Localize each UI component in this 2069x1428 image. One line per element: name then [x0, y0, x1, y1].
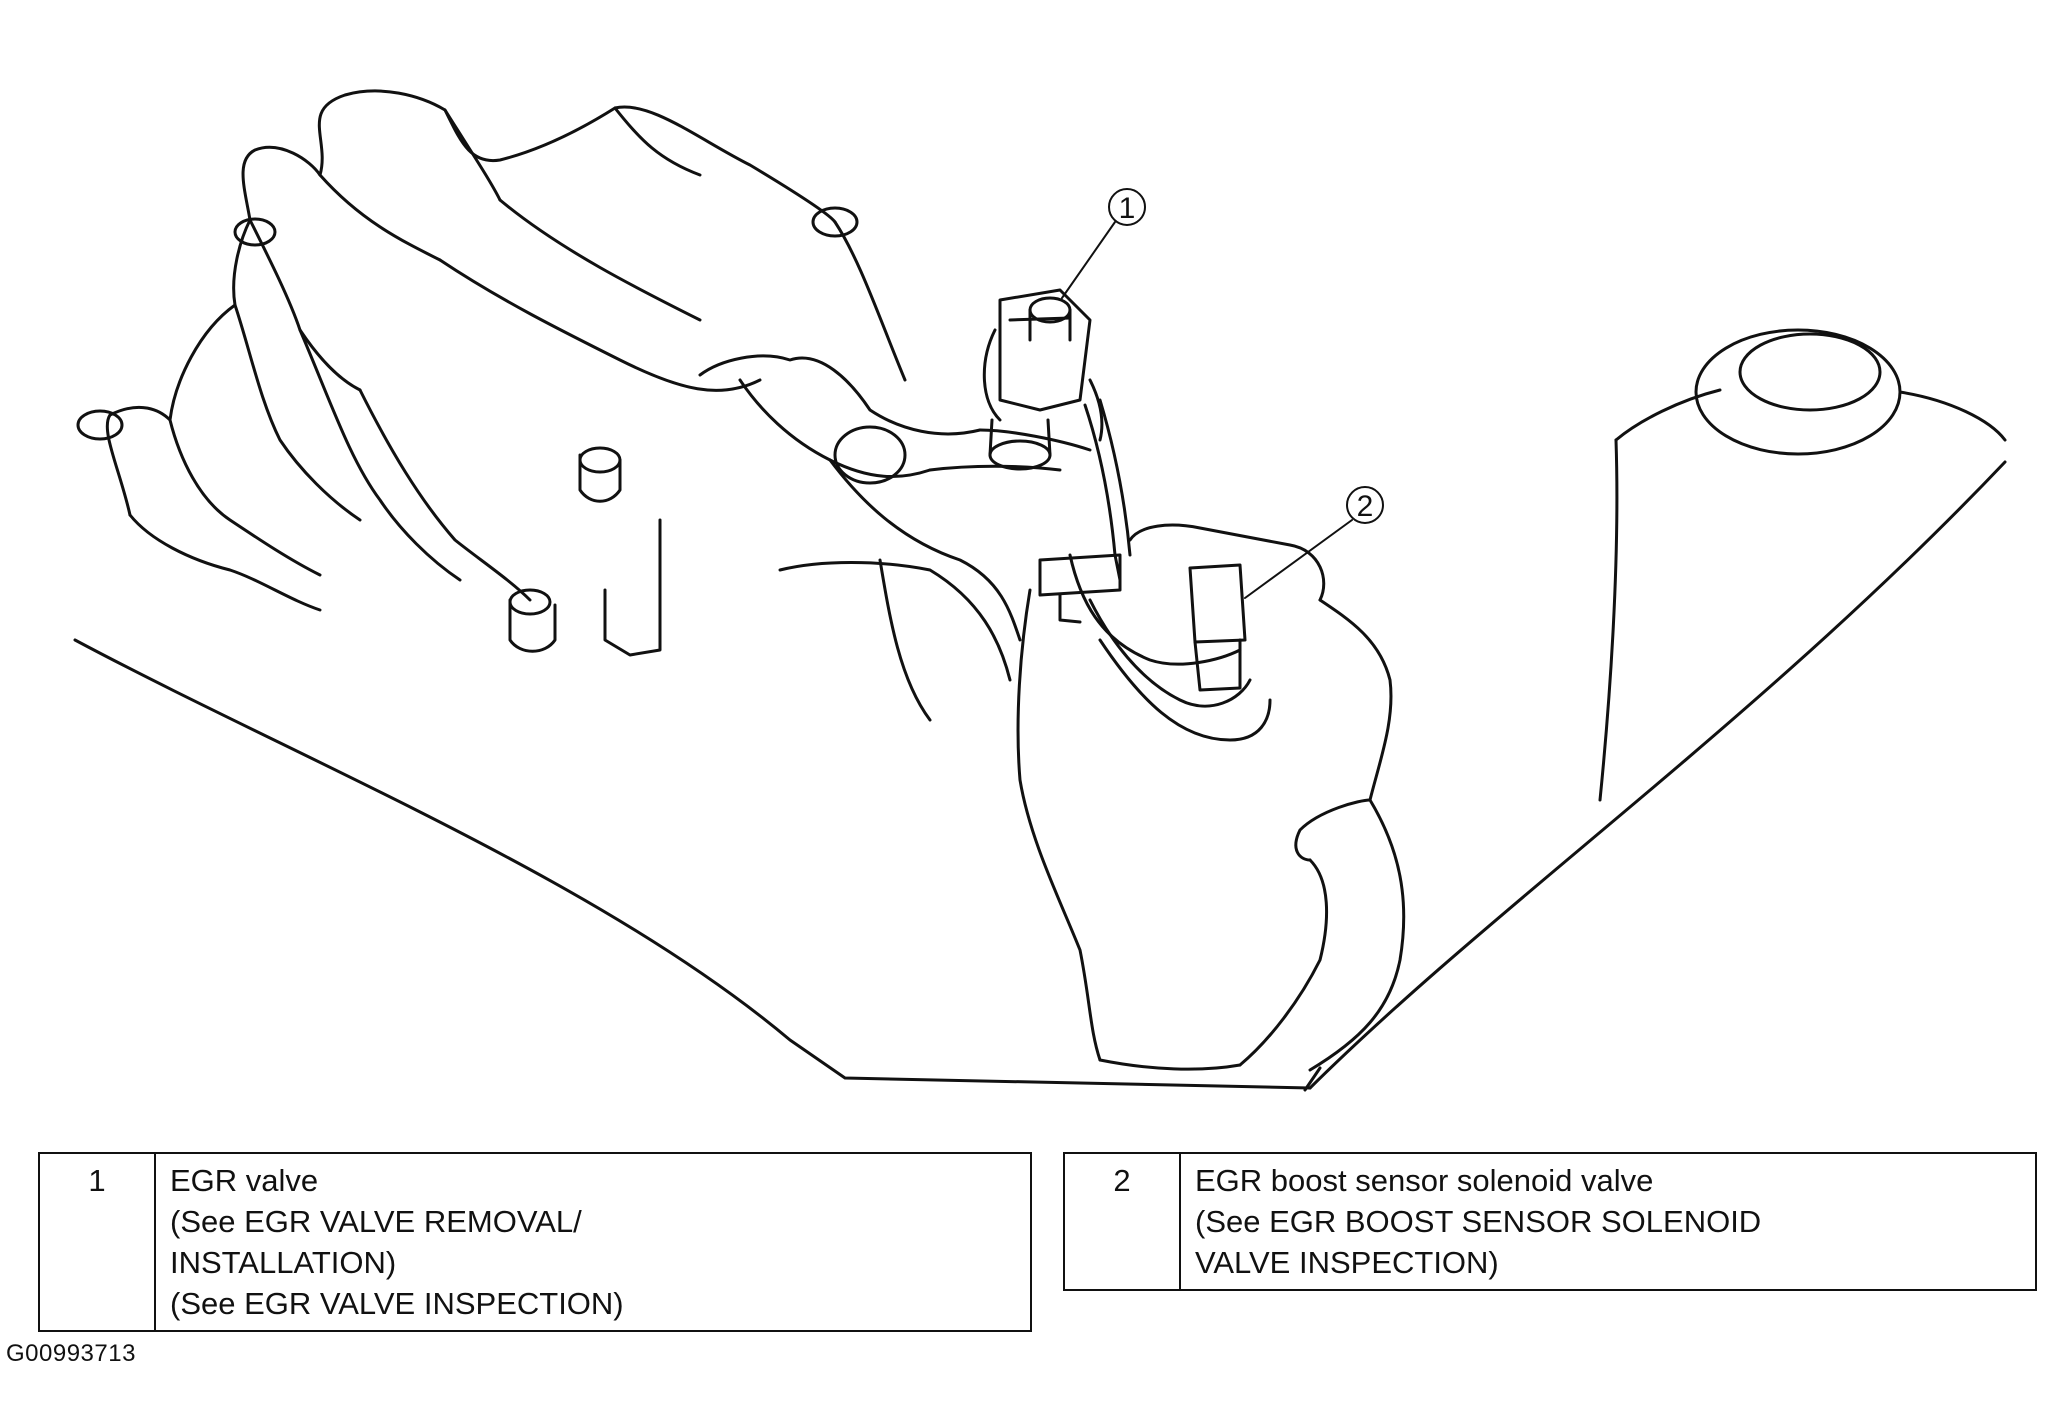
callout-1: 1 [1061, 188, 1146, 299]
legend-item-description: EGR valve (See EGR VALVE REMOVAL/ INSTAL… [154, 1152, 1032, 1332]
engine-egr-diagram: 1 2 [73, 89, 2007, 1092]
legend-desc-line: VALVE INSPECTION) [1195, 1245, 1499, 1280]
vacuum-hoses [1068, 398, 1272, 742]
throttle-body-and-hose [698, 354, 1092, 722]
legend-item-number: 1 [38, 1152, 156, 1332]
engine-base-outline [73, 460, 2007, 1092]
egr-valve [982, 288, 1104, 471]
callout-1-number: 1 [1119, 192, 1136, 225]
intake-manifold [76, 89, 907, 657]
callout-2-number: 2 [1357, 490, 1374, 523]
legend-row: 1 EGR valve (See EGR VALVE REMOVAL/ INST… [38, 1152, 1032, 1332]
legend-desc-line: INSTALLATION) [170, 1245, 397, 1280]
legend-desc-line: EGR boost sensor solenoid valve [1195, 1163, 1654, 1198]
legend-desc-line: (See EGR VALVE INSPECTION) [170, 1286, 624, 1321]
legend-row: 2 EGR boost sensor solenoid valve (See E… [1063, 1152, 2037, 1291]
legend-table-item-1: 1 EGR valve (See EGR VALVE REMOVAL/ INST… [38, 1152, 1032, 1332]
legend-desc-line: (See EGR BOOST SENSOR SOLENOID [1195, 1204, 1762, 1239]
legend-desc-line: (See EGR VALVE REMOVAL/ [170, 1204, 582, 1239]
legend-item-number: 2 [1063, 1152, 1181, 1291]
figure-id: G00993713 [6, 1340, 136, 1367]
callout-2: 2 [1244, 486, 1384, 599]
egr-boost-sensor-solenoid-valve [1016, 523, 1406, 1072]
legend-item-description: EGR boost sensor solenoid valve (See EGR… [1179, 1152, 2037, 1291]
legend-table-item-2: 2 EGR boost sensor solenoid valve (See E… [1063, 1152, 2037, 1291]
engine-cover-right [1598, 328, 2007, 802]
legend-desc-line: EGR valve [170, 1163, 319, 1198]
